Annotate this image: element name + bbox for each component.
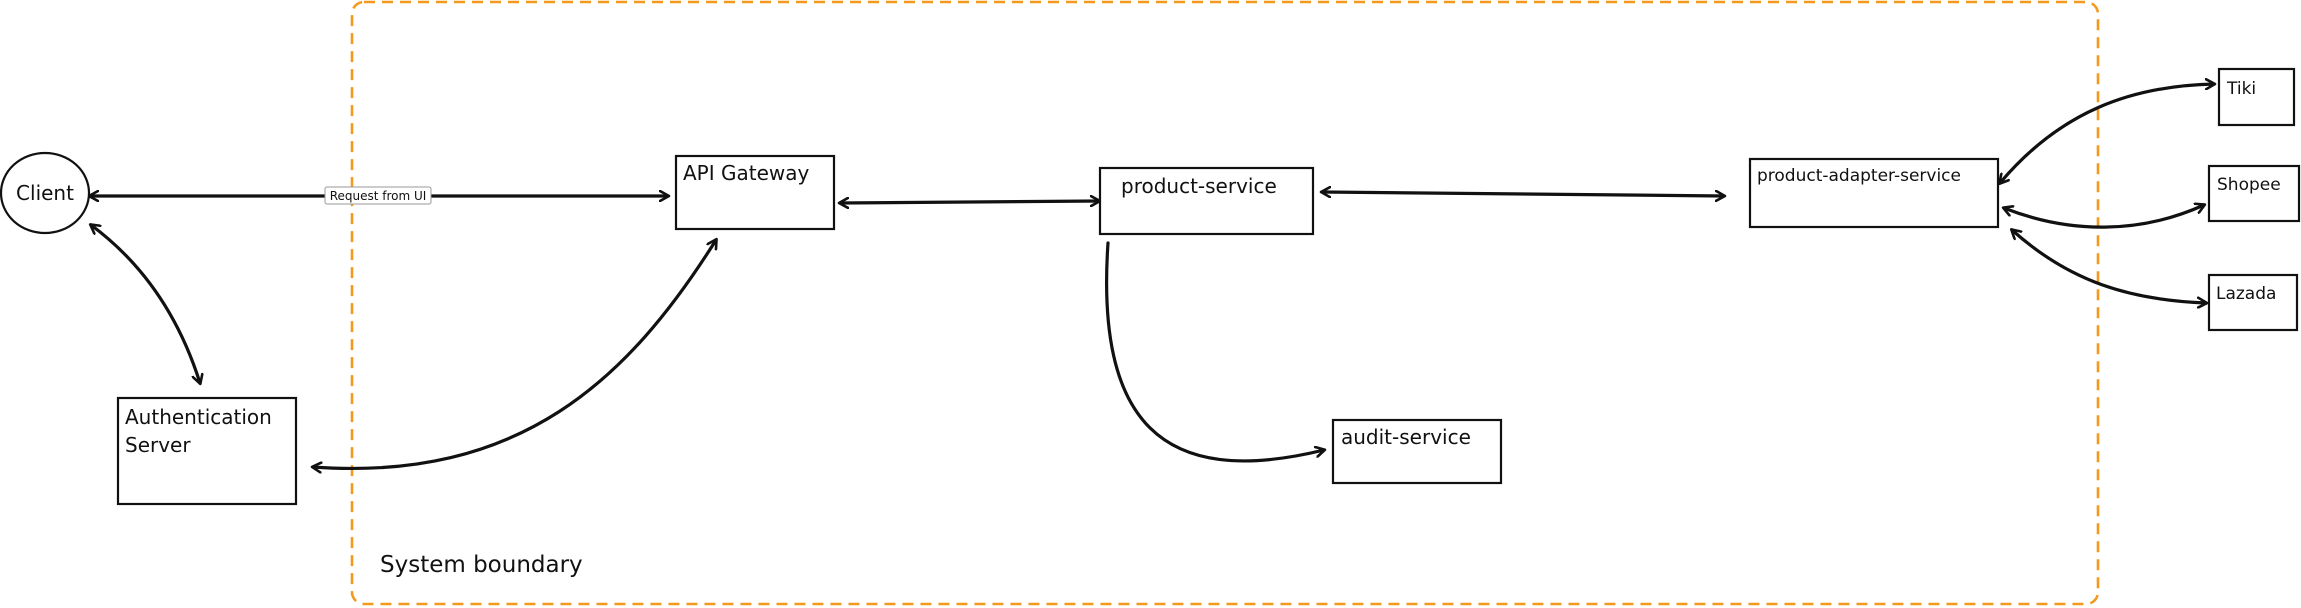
edge-client-auth xyxy=(91,225,200,383)
edge-label-request-from-ui: Request from UI xyxy=(324,186,432,205)
node-client-label: Client xyxy=(16,181,74,205)
edge-product-audit xyxy=(1105,241,1324,463)
node-client[interactable]: Client xyxy=(0,151,91,235)
node-audit-service-label: audit-service xyxy=(1341,425,1471,449)
system-boundary-label: System boundary xyxy=(380,552,583,578)
node-audit-service[interactable]: audit-service xyxy=(1331,418,1503,485)
node-lazada[interactable]: Lazada xyxy=(2207,273,2299,332)
node-product-adapter-service-label: product-adapter-service xyxy=(1757,166,1961,186)
node-auth-server-label-line2: Server xyxy=(125,433,191,457)
edges xyxy=(90,84,2214,468)
node-shopee[interactable]: Shopee xyxy=(2207,164,2301,223)
system-boundary-frame xyxy=(350,0,2100,606)
edge-gateway-auth xyxy=(313,240,716,468)
node-lazada-label: Lazada xyxy=(2216,284,2276,304)
node-product-service[interactable]: product-service xyxy=(1098,166,1315,236)
node-tiki[interactable]: Tiki xyxy=(2217,67,2296,127)
edge-adapter-shopee xyxy=(2004,205,2204,229)
node-api-gateway[interactable]: API Gateway xyxy=(674,154,836,231)
node-product-adapter-service[interactable]: product-adapter-service xyxy=(1748,157,2000,229)
node-tiki-label: Tiki xyxy=(2226,79,2256,99)
edge-label-text: Request from UI xyxy=(330,189,427,203)
edge-gateway-product xyxy=(840,201,1099,203)
node-shopee-label: Shopee xyxy=(2217,175,2281,195)
edge-product-adapter xyxy=(1322,192,1724,196)
node-api-gateway-label: API Gateway xyxy=(683,161,810,185)
system-boundary: System boundary xyxy=(350,0,2100,606)
node-product-service-label: product-service xyxy=(1121,174,1277,198)
node-auth-server[interactable]: Authentication Server xyxy=(116,396,298,506)
node-auth-server-label-line1: Authentication xyxy=(125,405,272,429)
edge-adapter-lazada xyxy=(2012,230,2206,303)
edge-adapter-tiki xyxy=(2000,84,2214,183)
